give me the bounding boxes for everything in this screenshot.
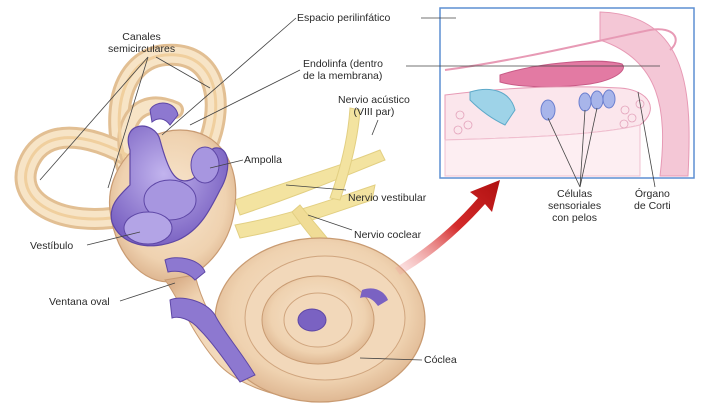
label-organo-line1: Órgano bbox=[634, 188, 671, 200]
label-nervio-coclear: Nervio coclear bbox=[354, 229, 421, 241]
label-nervio-acustico: Nervio acústico (VIII par) bbox=[338, 94, 410, 118]
label-nervio-acustico-line2: (VIII par) bbox=[338, 106, 410, 118]
label-celulas-line1: Células bbox=[548, 188, 601, 200]
label-nervio-vestibular: Nervio vestibular bbox=[348, 192, 426, 204]
label-coclea: Cóclea bbox=[424, 354, 457, 366]
label-endolinfa-line2: de la membrana) bbox=[303, 70, 383, 82]
label-celulas-line2: sensoriales bbox=[548, 200, 601, 212]
label-canales-line1: Canales bbox=[108, 31, 175, 43]
label-ampolla: Ampolla bbox=[244, 154, 282, 166]
label-celulas-line3: con pelos bbox=[548, 212, 601, 224]
label-canales-semicirculares: Canales semicirculares bbox=[108, 31, 175, 55]
label-espacio-perilinfatico: Espacio perilinfático bbox=[297, 12, 390, 24]
label-ventana-oval: Ventana oval bbox=[49, 296, 110, 308]
label-celulas-sensoriales: Células sensoriales con pelos bbox=[548, 188, 601, 224]
label-endolinfa: Endolinfa (dentro de la membrana) bbox=[303, 58, 383, 82]
organ-of-corti-inset bbox=[440, 8, 694, 178]
label-endolinfa-line1: Endolinfa (dentro bbox=[303, 58, 383, 70]
label-organo-line2: de Corti bbox=[634, 200, 671, 212]
label-nervio-acustico-line1: Nervio acústico bbox=[338, 94, 410, 106]
label-vestibulo: Vestíbulo bbox=[30, 240, 73, 252]
label-canales-line2: semicirculares bbox=[108, 43, 175, 55]
label-organo-de-corti: Órgano de Corti bbox=[634, 188, 671, 212]
